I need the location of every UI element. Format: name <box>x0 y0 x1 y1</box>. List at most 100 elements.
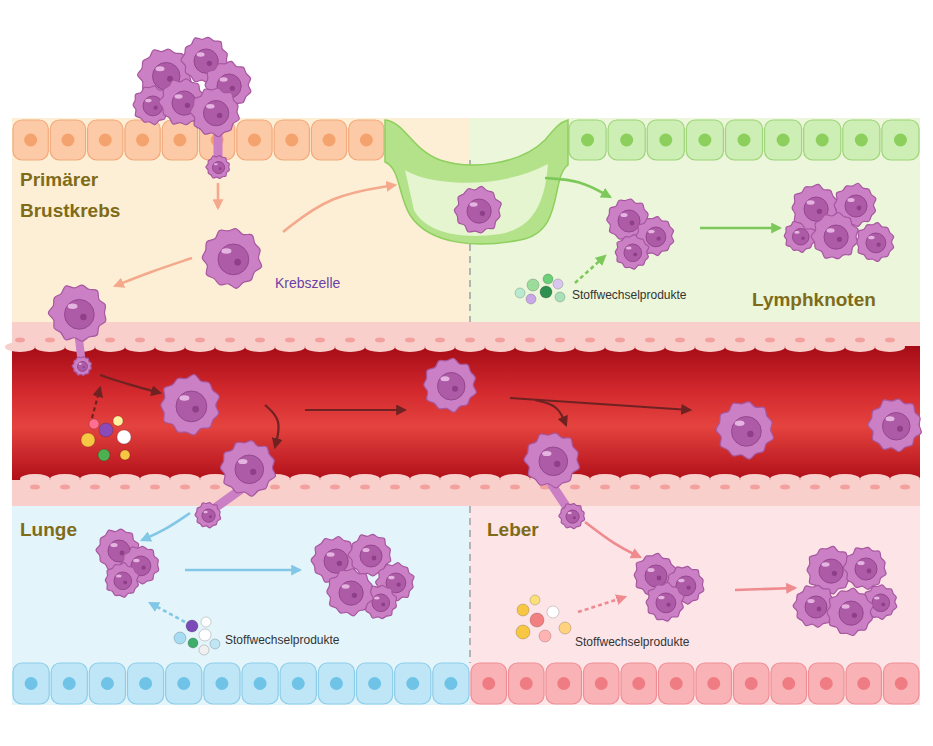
metabolite-dot <box>527 279 539 291</box>
metabolite-dot <box>188 638 198 648</box>
metabolite-dot <box>530 613 544 627</box>
endothelial-nucleus <box>105 338 115 343</box>
endothelial-nucleus <box>690 485 700 490</box>
metabolite-dot <box>98 449 110 461</box>
epithelial-nucleus <box>707 677 720 690</box>
endothelial-cell <box>395 342 425 352</box>
cell-body <box>424 358 477 412</box>
endothelial-cell <box>845 342 875 352</box>
endothelial-cell <box>770 474 800 484</box>
metabolite-dot <box>81 433 95 447</box>
epithelial-cell <box>765 120 802 160</box>
endothelial-cell <box>590 474 620 484</box>
epithelial-cell <box>471 663 507 704</box>
nucleolus <box>337 561 342 566</box>
cell-highlight <box>156 66 165 71</box>
endothelial-nucleus <box>180 485 190 490</box>
metabolite-label: Stoffwechselprodukte <box>572 287 687 303</box>
nucleolus <box>396 583 400 587</box>
epithelial-cell <box>13 663 49 704</box>
epithelial-nucleus <box>777 134 790 147</box>
cell-highlight <box>678 579 684 583</box>
endothelial-cell <box>680 474 710 484</box>
endothelial-nucleus <box>150 485 160 490</box>
cell-nucleus <box>235 455 264 484</box>
cell-highlight <box>807 599 814 603</box>
nucleolus <box>230 86 235 91</box>
nucleolus <box>192 406 199 413</box>
epithelial-cell <box>584 663 620 704</box>
nucleolus <box>867 569 872 574</box>
epithelial-cell <box>686 120 723 160</box>
endothelial-nucleus <box>810 485 820 490</box>
endothelial-nucleus <box>885 338 895 343</box>
endothelial-nucleus <box>60 485 70 490</box>
endothelial-nucleus <box>45 338 55 343</box>
cancer-cell <box>454 186 501 233</box>
vessel-wall <box>12 322 920 352</box>
cell-highlight <box>362 548 369 552</box>
epithelium-row <box>13 663 469 704</box>
endothelial-nucleus <box>345 338 355 343</box>
cell-highlight <box>197 52 205 56</box>
epithelial-cell <box>274 120 309 160</box>
cell-nucleus <box>866 233 886 253</box>
cell-body <box>524 433 580 488</box>
cancer-cell <box>646 582 684 621</box>
epithelial-cell <box>843 120 880 160</box>
endothelial-nucleus <box>300 485 310 490</box>
cell-highlight <box>822 562 830 566</box>
endothelial-nucleus <box>570 485 580 490</box>
endothelial-nucleus <box>330 485 340 490</box>
epithelial-nucleus <box>595 677 608 690</box>
cancer-cell <box>716 402 773 459</box>
cell-highlight <box>221 248 231 254</box>
endothelial-nucleus <box>765 338 775 343</box>
cell-highlight <box>886 416 895 421</box>
endothelial-cell <box>155 342 185 352</box>
endothelial-cell <box>35 342 65 352</box>
nucleolus <box>832 571 837 576</box>
flow-arrow <box>545 178 610 197</box>
endothelial-cell <box>575 342 605 352</box>
cell-nucleus <box>824 225 848 249</box>
epithelial-cell <box>804 120 841 160</box>
endothelial-cell <box>185 342 215 352</box>
cell-body <box>559 504 585 529</box>
epithelial-cell <box>51 663 87 704</box>
endothelial-cell <box>455 342 485 352</box>
region-heading: Lymphknoten <box>752 284 912 315</box>
endothelial-cell <box>545 342 575 352</box>
epithelial-cell <box>433 663 469 704</box>
epithelial-nucleus <box>136 134 149 147</box>
endothelial-nucleus <box>135 338 145 343</box>
cell-body <box>454 186 501 233</box>
endothelial-nucleus <box>285 338 295 343</box>
nucleolus <box>573 516 576 519</box>
flow-arrow <box>150 603 185 622</box>
epithelial-nucleus <box>782 677 795 690</box>
cell-highlight <box>868 236 874 240</box>
cell-highlight <box>542 451 551 456</box>
epithelial-nucleus <box>285 134 298 147</box>
epithelial-cell <box>882 120 919 160</box>
endothelial-nucleus <box>735 338 745 343</box>
flow-arrow <box>700 227 780 230</box>
flow-arrow <box>735 588 795 590</box>
endothelial-cell <box>725 342 755 352</box>
endothelial-cell <box>800 474 830 484</box>
metabolite-label: Stoffwechselprodukte <box>575 634 690 650</box>
cell-nucleus <box>176 391 207 422</box>
epithelial-cell <box>242 663 278 704</box>
nucleolus <box>686 586 690 590</box>
cell-body <box>220 441 275 497</box>
cell-highlight <box>648 230 654 234</box>
nucleolus <box>217 113 223 119</box>
endothelial-cell <box>425 342 455 352</box>
cancer-cell <box>811 212 858 258</box>
cell-highlight <box>470 202 478 206</box>
cancer-cell <box>161 375 220 435</box>
endothelial-cell <box>755 342 785 352</box>
